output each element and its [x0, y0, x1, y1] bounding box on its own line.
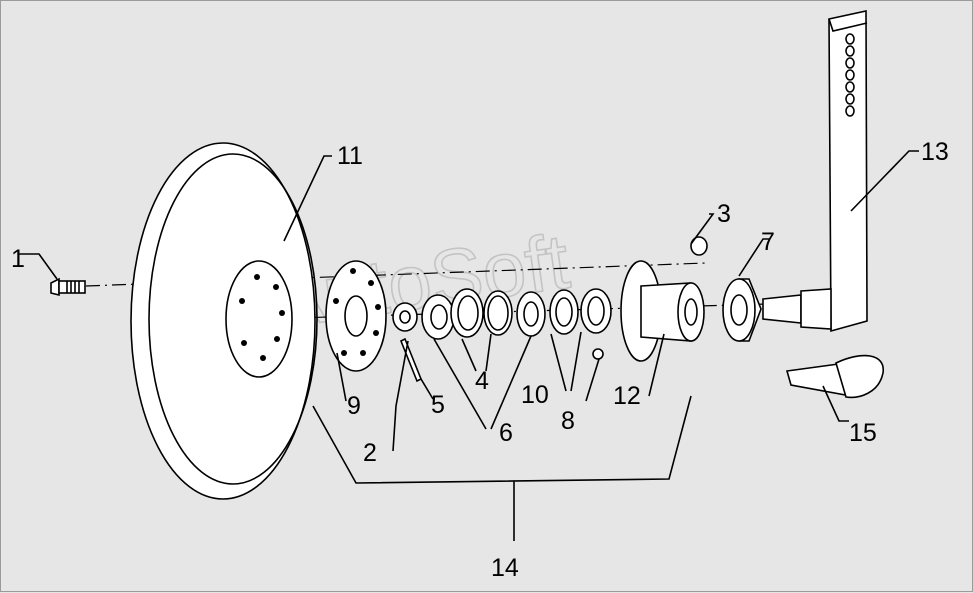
part-label-2: 2 — [363, 439, 377, 467]
part-label-1: 1 — [11, 245, 25, 273]
grease-nipple — [592, 348, 604, 360]
bolt — [50, 277, 86, 297]
part-label-15: 15 — [849, 419, 877, 447]
part-label-6: 6 — [499, 419, 513, 447]
hub-housing — [620, 260, 705, 362]
mounting-arm — [762, 10, 868, 333]
part-label-5: 5 — [431, 391, 445, 419]
part-label-14: 14 — [491, 554, 519, 582]
bushing — [722, 278, 762, 342]
flange-plate — [325, 260, 387, 372]
part-label-12: 12 — [613, 382, 641, 410]
part-label-9: 9 — [347, 392, 361, 420]
disc-blade — [130, 142, 318, 500]
castle-nut — [392, 302, 418, 332]
leader-lines — [19, 150, 919, 541]
part-label-8: 8 — [561, 407, 575, 435]
part-label-3: 3 — [717, 200, 731, 228]
part-label-13: 13 — [921, 138, 949, 166]
part-label-4: 4 — [475, 367, 489, 395]
bearing-set — [421, 288, 612, 340]
part-label-7: 7 — [761, 228, 775, 256]
axle-stub — [785, 354, 884, 399]
hex-nut — [690, 236, 708, 256]
part-label-11: 11 — [337, 142, 363, 170]
part-label-10: 10 — [521, 381, 549, 409]
